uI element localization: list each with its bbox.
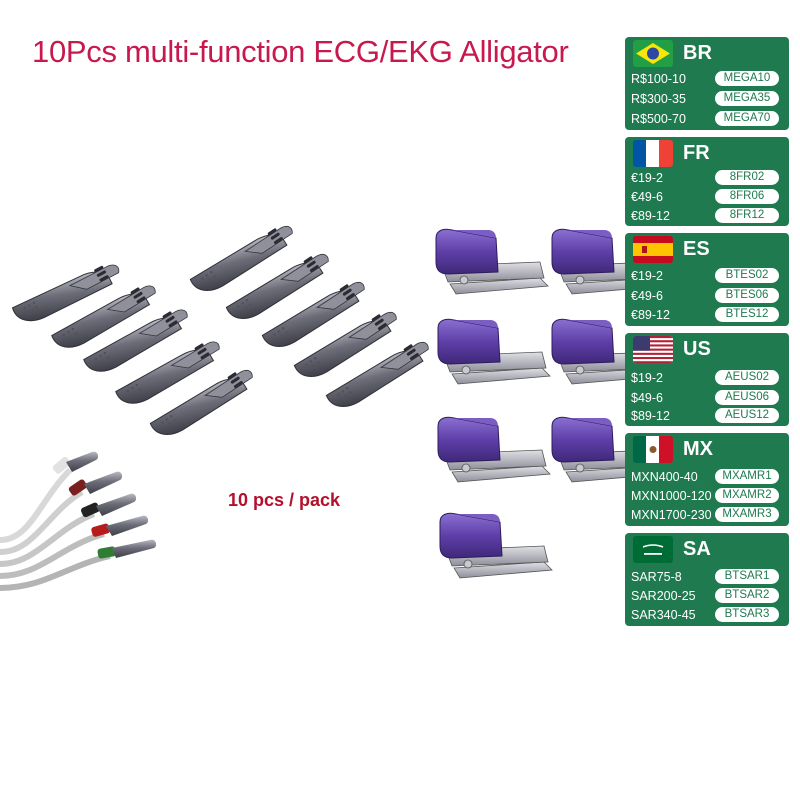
coupon-code[interactable]: 8FR06: [715, 189, 779, 204]
coupon-panel-us: US $19-2 AEUS02 $49-6 AEUS06 $89-12 AEUS12: [625, 333, 789, 426]
coupon-code[interactable]: MXAMR3: [715, 507, 779, 522]
discount-amount: €19-2: [631, 171, 663, 185]
brazil-flag-icon: [633, 40, 673, 67]
coupon-code[interactable]: MXAMR2: [715, 488, 779, 503]
pack-quantity-label: 10 pcs / pack: [228, 490, 341, 510]
discount-amount: MXN1700-230: [631, 508, 712, 522]
coupon-row: €19-2 BTES02: [625, 268, 789, 286]
country-code: SA: [683, 538, 711, 560]
discount-amount: SAR75-8: [631, 570, 682, 584]
discount-amount: €89-12: [631, 209, 670, 223]
coupon-panel-fr: FR €19-2 8FR02 €49-6 8FR06 €89-12 8FR12: [625, 137, 789, 226]
coupon-row: $19-2 AEUS02: [625, 370, 789, 388]
discount-amount: €49-6: [631, 289, 663, 303]
coupon-code[interactable]: MEGA35: [715, 91, 779, 106]
saudi-flag-icon: [633, 536, 673, 563]
discount-amount: $49-6: [631, 391, 663, 405]
discount-amount: €89-12: [631, 308, 670, 322]
discount-amount: SAR200-25: [631, 589, 696, 603]
country-code: US: [683, 338, 711, 360]
coupon-row: €19-2 8FR02: [625, 170, 789, 188]
coupon-code[interactable]: MEGA70: [715, 111, 779, 126]
coupon-row: $49-6 AEUS06: [625, 390, 789, 408]
discount-amount: $19-2: [631, 371, 663, 385]
discount-amount: €49-6: [631, 190, 663, 204]
coupon-row: SAR340-45 BTSAR3: [625, 607, 789, 625]
discount-amount: SAR340-45: [631, 608, 696, 622]
country-code: BR: [683, 42, 712, 64]
coupon-code[interactable]: BTSAR1: [715, 569, 779, 584]
spain-flag-icon: [633, 236, 673, 263]
coupon-code[interactable]: 8FR12: [715, 208, 779, 223]
coupon-panel-es: ES €19-2 BTES02 €49-6 BTES06 €89-12 BTES12: [625, 233, 789, 326]
coupon-code[interactable]: AEUS02: [715, 370, 779, 385]
coupon-row: R$300-35 MEGA35: [625, 91, 789, 109]
coupon-row: R$100-10 MEGA10: [625, 71, 789, 89]
coupon-panel-br: BR R$100-10 MEGA10 R$300-35 MEGA35 R$500-7…: [625, 37, 789, 130]
coupon-code[interactable]: 8FR02: [715, 170, 779, 185]
coupon-row: MXN400-40 MXAMR1: [625, 469, 789, 487]
coupon-row: €89-12 8FR12: [625, 208, 789, 226]
discount-amount: R$100-10: [631, 72, 686, 86]
coupon-row: R$500-70 MEGA70: [625, 111, 789, 129]
coupon-row: €89-12 BTES12: [625, 307, 789, 325]
discount-amount: MXN400-40: [631, 470, 698, 484]
coupon-row: SAR75-8 BTSAR1: [625, 569, 789, 587]
usa-flag-icon: [633, 336, 673, 363]
coupon-panel-sa: SA SAR75-8 BTSAR1 SAR200-25 BTSAR2 SAR340-…: [625, 533, 789, 626]
product-title: 10Pcs multi-function ECG/EKG Alligator: [32, 34, 569, 69]
coupon-code[interactable]: BTES12: [715, 307, 779, 322]
coupon-row: €49-6 BTES06: [625, 288, 789, 306]
discount-amount: MXN1000-120: [631, 489, 712, 503]
coupon-code[interactable]: AEUS12: [715, 408, 779, 423]
discount-amount: €19-2: [631, 269, 663, 283]
coupon-row: $89-12 AEUS12: [625, 408, 789, 426]
country-code: FR: [683, 142, 710, 164]
coupon-code[interactable]: AEUS06: [715, 390, 779, 405]
france-flag-icon: [633, 140, 673, 167]
coupon-code[interactable]: MXAMR1: [715, 469, 779, 484]
discount-amount: $89-12: [631, 409, 670, 423]
coupon-code[interactable]: MEGA10: [715, 71, 779, 86]
country-code: MX: [683, 438, 713, 460]
mexico-flag-icon: [633, 436, 673, 463]
coupon-code[interactable]: BTSAR3: [715, 607, 779, 622]
discount-amount: R$500-70: [631, 112, 686, 126]
coupon-code[interactable]: BTES02: [715, 268, 779, 283]
country-code: ES: [683, 238, 710, 260]
discount-amount: R$300-35: [631, 92, 686, 106]
coupon-row: €49-6 8FR06: [625, 189, 789, 207]
coupon-row: SAR200-25 BTSAR2: [625, 588, 789, 606]
coupon-code[interactable]: BTSAR2: [715, 588, 779, 603]
coupon-code[interactable]: BTES06: [715, 288, 779, 303]
